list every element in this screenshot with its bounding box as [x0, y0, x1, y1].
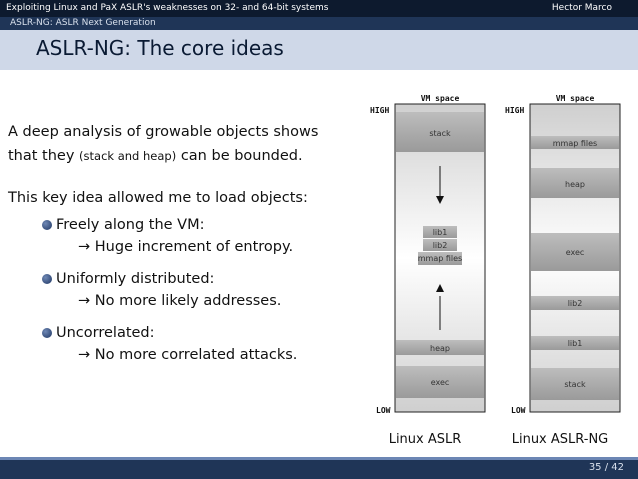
key-idea-text: This key idea allowed me to load objects…: [8, 190, 308, 206]
block-label: lib2: [433, 241, 448, 250]
bullet-text: Uniformly distributed:: [56, 271, 215, 287]
slide-title: ASLR-NG: The core ideas: [36, 36, 284, 60]
arrow-icon: →: [78, 293, 91, 309]
arrow-up-icon: [436, 284, 444, 292]
block-label: heap: [430, 344, 450, 353]
stack-block: [531, 368, 619, 400]
block-label: heap: [565, 180, 585, 189]
mmap-files-block: [531, 136, 619, 149]
block-label: exec: [566, 248, 585, 257]
exec-block: [396, 366, 484, 398]
lib2-block: [531, 296, 619, 310]
footer-bar: 35 / 42: [0, 457, 638, 479]
vm-space-label: VM space: [556, 94, 595, 103]
bullet-item: Freely along the VM: → Huge increment of…: [8, 214, 363, 258]
bullet-subtext: → No more likely addresses.: [56, 290, 363, 312]
top-header-bar: Exploiting Linux and PaX ASLR's weakness…: [0, 0, 638, 17]
arrow-icon: →: [78, 239, 91, 255]
lib1-block: [531, 336, 619, 350]
bullet-subtext: → Huge increment of entropy.: [56, 236, 363, 258]
bullet-item: Uniformly distributed: → No more likely …: [8, 268, 363, 312]
section-title: ASLR-NG: ASLR Next Generation: [10, 18, 156, 28]
block-label: stack: [564, 380, 586, 389]
bullet-subtext-label: No more correlated attacks.: [94, 347, 298, 363]
heap-block: [396, 340, 484, 355]
bullet-dot-icon: [42, 220, 52, 230]
arrow-down-icon: [436, 196, 444, 204]
block-label: exec: [431, 378, 450, 387]
heap-block: [531, 168, 619, 198]
lib2-block: [423, 239, 457, 251]
vm-layout-diagram: VM space HIGH LOW stack lib1 lib2 mmap f…: [370, 94, 621, 447]
linux-aslr-column: VM space HIGH LOW stack lib1 lib2 mmap f…: [370, 94, 486, 447]
bullet-subtext-label: No more likely addresses.: [94, 293, 282, 309]
slide-body: A deep analysis of growable objects show…: [8, 120, 363, 376]
high-label: HIGH: [370, 106, 389, 115]
linux-aslr-ng-column: VM space HIGH LOW mmap files heap exec l…: [505, 94, 621, 447]
section-bar: ASLR-NG: ASLR Next Generation: [0, 17, 638, 30]
bullet-dot-icon: [42, 328, 52, 338]
intro-line-2-parenthetical: (stack and heap): [79, 149, 177, 163]
vm-space-label: VM space: [421, 94, 460, 103]
linux-aslr-ng-caption: Linux ASLR-NG: [512, 432, 609, 447]
bullet-item: Uncorrelated: → No more correlated attac…: [8, 322, 363, 366]
author-name: Hector Marco: [551, 3, 612, 13]
lib1-block: [423, 226, 457, 238]
bullet-text: Freely along the VM:: [56, 217, 205, 233]
talk-title: Exploiting Linux and PaX ASLR's weakness…: [6, 3, 329, 13]
bullet-subtext: → No more correlated attacks.: [56, 344, 363, 366]
stack-block: [396, 112, 484, 152]
slide-title-bar: ASLR-NG: The core ideas: [0, 30, 638, 70]
high-label: HIGH: [505, 106, 524, 115]
bullet-text: Uncorrelated:: [56, 325, 155, 341]
block-label: mmap files: [418, 254, 462, 263]
intro-line-2-start: that they: [8, 148, 75, 164]
block-label: lib2: [568, 299, 583, 308]
low-label: LOW: [511, 406, 526, 415]
intro-line-2-end: can be bounded.: [180, 148, 303, 164]
linux-aslr-caption: Linux ASLR: [389, 432, 462, 447]
exec-block: [531, 233, 619, 271]
intro-line-1: A deep analysis of growable objects show…: [8, 124, 319, 140]
intro-paragraph: A deep analysis of growable objects show…: [8, 120, 363, 168]
bullet-list: Freely along the VM: → Huge increment of…: [8, 214, 363, 366]
block-label: mmap files: [553, 139, 597, 148]
page-number: 35 / 42: [588, 462, 624, 473]
mmap-files-block: [418, 252, 462, 265]
arrow-icon: →: [78, 347, 91, 363]
footer-accent-line: [0, 457, 638, 460]
block-label: stack: [429, 129, 451, 138]
bullet-subtext-label: Huge increment of entropy.: [94, 239, 294, 255]
block-label: lib1: [568, 339, 583, 348]
bullet-dot-icon: [42, 274, 52, 284]
intro-line-2: that they (stack and heap) can be bounde…: [8, 144, 363, 168]
low-label: LOW: [376, 406, 391, 415]
block-label: lib1: [433, 228, 448, 237]
